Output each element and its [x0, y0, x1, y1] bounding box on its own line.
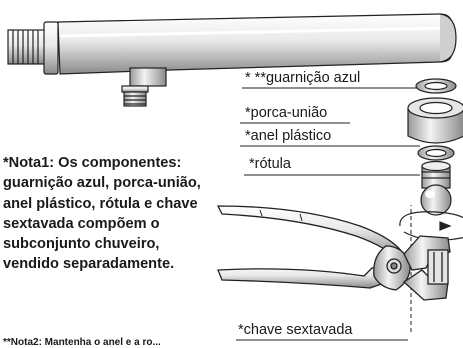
union-nut-icon [407, 97, 463, 144]
gasket-ring-icon [415, 78, 457, 94]
note-2-partial: **Nota2: Mantenha o anel e a ro... [3, 337, 161, 348]
label-gasket: * **guarnição azul [245, 70, 360, 86]
label-plastic-ring: *anel plástico [245, 128, 331, 144]
note-1: *Nota1: Os componentes: guarnição azul, … [3, 155, 201, 273]
leader-lines [236, 87, 420, 341]
label-wrench: *chave sextavada [238, 322, 353, 338]
rotation-arrow-icon [399, 211, 463, 241]
shower-arm-icon [7, 13, 457, 107]
arm-thread [7, 29, 47, 65]
ball-joint-icon [420, 160, 452, 216]
plastic-ring-icon [417, 145, 455, 161]
wrench-icon [216, 205, 451, 301]
label-ball-joint: *rótula [249, 156, 292, 172]
outlet-thread [123, 91, 147, 107]
label-union-nut: *porca-união [245, 105, 327, 121]
